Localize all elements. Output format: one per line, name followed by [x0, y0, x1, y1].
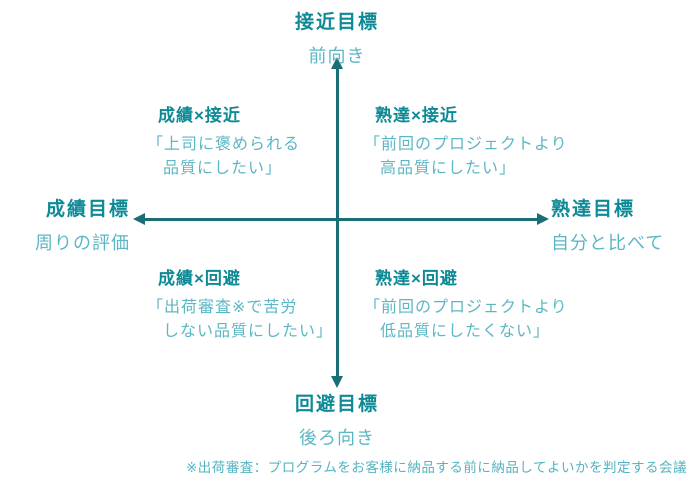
quadrant-title: 熟達×回避 — [375, 269, 458, 288]
axis-title-right: 熟達目標 — [551, 199, 636, 220]
horizontal-axis-line — [141, 218, 539, 221]
axis-title-left: 成績目標 — [45, 199, 130, 220]
axis-subtitle-right: 自分と比べて — [551, 233, 665, 253]
quadrant-quote-line: 「出荷審査※で苦労 — [147, 299, 298, 316]
quadrant-quote-line: しない品質にしたい」 — [163, 323, 334, 340]
quadrant-bottom-right: 熟達×回避 「前回のプロジェクトより 低品質にしたくない」 — [364, 264, 568, 344]
axis-label-right: 熟達目標 自分と比べて — [551, 194, 696, 255]
axis-title-top: 接近目標 — [294, 12, 379, 33]
axis-subtitle-bottom: 後ろ向き — [299, 428, 375, 448]
axis-label-top: 接近目標 前向き — [237, 7, 437, 68]
arrow-up-icon — [331, 57, 343, 69]
quadrant-top-right: 熟達×接近 「前回のプロジェクトより 高品質にしたい」 — [364, 101, 568, 181]
quadrant-title: 成績×回避 — [158, 269, 241, 288]
footnote: ※出荷審査：プログラムをお客様に納品する前に納品してよいかを判定する会議 — [185, 460, 687, 475]
arrow-down-icon — [331, 376, 343, 388]
axis-label-left: 成績目標 周りの評価 — [5, 194, 130, 255]
quadrant-quote-line: 品質にしたい」 — [163, 160, 283, 177]
quadrant-title: 熟達×接近 — [375, 106, 458, 125]
quadrant-quote-line: 高品質にしたい」 — [380, 160, 517, 177]
vertical-axis-line — [336, 66, 339, 380]
arrow-right-icon — [537, 213, 549, 225]
axis-label-bottom: 回避目標 後ろ向き — [237, 389, 437, 450]
quadrant-quote-line: 「上司に褒められる — [147, 136, 301, 153]
quadrant-bottom-left: 成績×回避 「出荷審査※で苦労 しない品質にしたい」 — [147, 264, 333, 344]
quadrant-quote-line: 低品質にしたくない」 — [380, 323, 551, 340]
axis-subtitle-left: 周りの評価 — [35, 233, 130, 253]
quadrant-quote-line: 「前回のプロジェクトより — [364, 299, 568, 316]
quadrant-quote-line: 「前回のプロジェクトより — [364, 136, 568, 153]
arrow-left-icon — [133, 213, 145, 225]
axis-title-bottom: 回避目標 — [294, 394, 379, 415]
quadrant-title: 成績×接近 — [158, 106, 241, 125]
quadrant-top-left: 成績×接近 「上司に褒められる 品質にしたい」 — [147, 101, 300, 181]
axis-subtitle-top: 前向き — [308, 46, 366, 66]
